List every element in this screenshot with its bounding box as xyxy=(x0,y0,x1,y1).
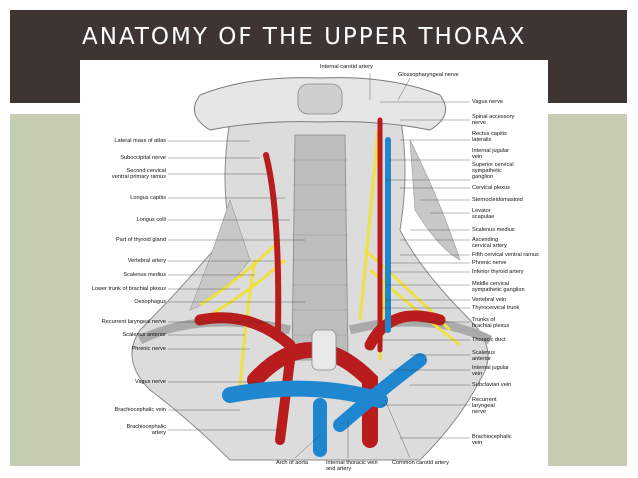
label-recurrent-laryngeal-nerve-right: Recurrent laryngeal nerve xyxy=(472,397,497,416)
left-side-panel xyxy=(10,114,80,466)
label-part-of-thyroid-gland: Part of thyroid gland xyxy=(115,237,166,243)
label-suboccipital-nerve: Suboccipital nerve xyxy=(120,155,166,161)
label-superior-cervical-ganglion: Superior cervical sympathetic ganglion xyxy=(472,162,514,181)
label-inferior-thyroid-artery: Inferior thyroid artery xyxy=(472,269,524,275)
label-cervical-plexus: Cervical plexus xyxy=(472,185,510,191)
right-side-panel xyxy=(548,114,627,466)
label-longus-capitis: Longus capitis xyxy=(130,195,166,201)
label-longus-colli: Longus colli xyxy=(136,217,166,223)
label-brachiocephalic-artery: Brachiocephalic artery xyxy=(126,424,167,437)
label-lower-trunk-brachial-plexus: Lower trunk of brachial plexus xyxy=(91,286,166,292)
label-vertebral-artery: Vertebral artery xyxy=(127,258,166,264)
label-phrenic-nerve-left: Phrenic nerve xyxy=(131,346,166,352)
label-phrenic-nerve-right: Phrenic nerve xyxy=(472,260,507,266)
label-fifth-cervical-ventral-ramus: Fifth cervical ventral ramus xyxy=(472,252,539,258)
label-rectus-capitis-lateralis: Rectus capitis lateralis xyxy=(472,131,507,144)
label-arch-of-aorta: Arch of aorta xyxy=(276,460,309,466)
first-rib-right xyxy=(348,317,493,345)
label-thyrocervical-trunk: Thyrocervical trunk xyxy=(472,305,520,311)
label-scalenus-anterior-left: Scalenus anterior xyxy=(122,332,166,338)
label-vagus-nerve-right: Vagus nerve xyxy=(472,99,503,105)
label-common-carotid-artery: Common carotid artery xyxy=(392,460,449,466)
vertebral-column xyxy=(291,134,349,361)
vertebral-artery-left xyxy=(263,152,282,333)
label-second-cervical-ramus: Second cervical ventral primary ramus xyxy=(111,168,166,181)
brachial-plexus-left xyxy=(199,238,282,307)
label-sternocleidomastoid: Sternocleidomastoid xyxy=(472,197,523,203)
label-scalenus-anterior-right: Scalenus anterior xyxy=(472,350,496,363)
label-glossopharyngeal-nerve: Glossopharyngeal nerve xyxy=(398,72,459,78)
label-levator-scapulae: Levator scapulae xyxy=(472,208,495,221)
label-internal-thoracic-vein-artery: Internal thoracic vein and artery xyxy=(326,460,378,473)
label-recurrent-laryngeal-nerve-left: Recurrent laryngeal nerve xyxy=(101,319,166,325)
brachiocephalic-artery xyxy=(275,355,295,445)
slide-title: ANATOMY OF THE UPPER THORAX xyxy=(82,24,527,50)
label-lateral-mass-of-atlas: Lateral mass of atlas xyxy=(114,138,166,144)
label-internal-jugular-vein-lower: Internal jugular vein xyxy=(472,365,510,378)
label-ascending-cervical-artery: Ascending cervical artery xyxy=(472,237,507,250)
foramen-magnum xyxy=(297,83,343,115)
label-oesophagus: Oesophagus xyxy=(134,299,166,305)
scalene-muscles-left xyxy=(189,199,251,311)
label-middle-cervical-ganglion: Middle cervical sympathetic ganglion xyxy=(472,281,525,294)
label-vagus-nerve-left: Vagus nerve xyxy=(135,379,166,385)
label-vertebral-vein: Vertebral vein xyxy=(472,297,507,303)
label-scalenus-medius-right: Scalenus medius xyxy=(472,227,515,233)
vagus-nerve-right xyxy=(358,129,380,321)
label-internal-carotid-artery-top: Internal carotid artery xyxy=(320,64,373,70)
subclavian-artery-left xyxy=(194,312,296,351)
label-thoracic-duct: Thoracic duct xyxy=(472,337,506,343)
label-trunks-of-brachial-plexus: Trunks of brachial plexus xyxy=(472,317,510,330)
anatomy-figure: Internal carotid artery Glossopharyngeal… xyxy=(80,60,548,478)
label-brachiocephalic-vein-right: Brachiocephalic vein xyxy=(472,434,512,447)
label-spinal-accessory-nerve: Spinal accessory nerve xyxy=(472,114,515,127)
label-subclavian-vein: Subclavian vein xyxy=(472,382,512,388)
trachea xyxy=(311,329,337,371)
subclavian-artery-right xyxy=(364,310,446,351)
label-internal-jugular-vein-upper: Internal jugular vein xyxy=(472,148,510,161)
anatomy-illustration xyxy=(131,73,493,461)
brachiocephalic-vein-right xyxy=(333,353,427,432)
label-scalenus-medius-left: Scalenus medius xyxy=(123,272,166,278)
label-brachiocephalic-vein-left: Brachiocephalic vein xyxy=(114,407,166,413)
